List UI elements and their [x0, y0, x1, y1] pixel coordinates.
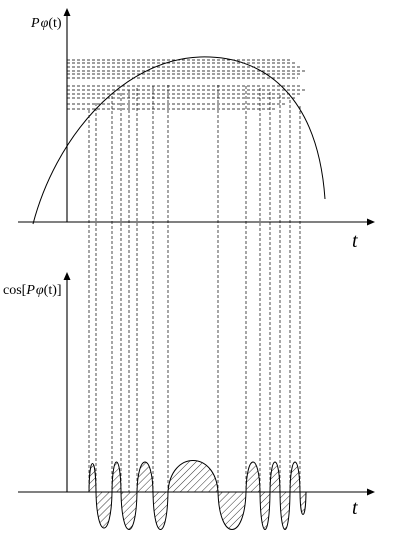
waveform-lobe: [245, 461, 261, 493]
waveform-lobe: [120, 491, 138, 530]
waveform-lobe: [136, 461, 154, 493]
top-y-axis-label: Pφ(t): [30, 16, 62, 31]
top-y-arrow: [63, 8, 71, 16]
waveform-lobe: [289, 461, 301, 493]
waveform-lobe: [279, 491, 291, 530]
phase-curve: [32, 56, 326, 225]
waveform-lobe: [167, 460, 219, 493]
waveform-lobe: [152, 491, 169, 530]
waveform-lobe: [269, 461, 281, 493]
waveform-lobe: [111, 461, 122, 493]
bottom-y-arrow: [63, 272, 71, 280]
top-x-arrow: [367, 218, 375, 226]
waveform-lobe: [217, 491, 247, 530]
bottom-x-axis-label: t: [352, 497, 358, 519]
waveform-lobe: [259, 491, 271, 530]
top-x-axis-label: t: [352, 230, 358, 252]
waveform-lobe: [95, 491, 113, 529]
bottom-x-arrow: [367, 488, 375, 496]
top-plot: Pφ(t) t: [18, 8, 375, 492]
cosine-waveform: [88, 460, 307, 530]
bottom-plot: cos[Pφ(t)] t: [3, 272, 375, 530]
phase-levels: [67, 59, 305, 110]
waveform-lobe: [299, 491, 307, 515]
time-markers: [88, 85, 301, 492]
waveform-lobe: [88, 463, 97, 493]
bottom-y-axis-label: cos[Pφ(t)]: [3, 283, 62, 298]
